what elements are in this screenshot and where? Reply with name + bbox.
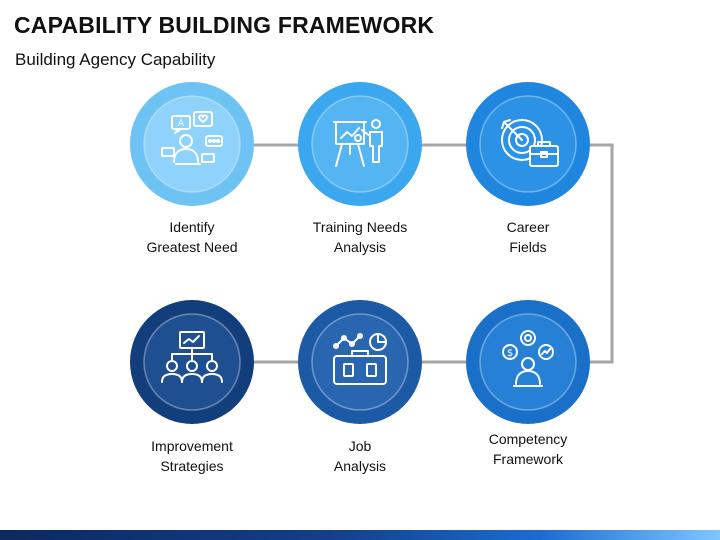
connector-3-4 (582, 143, 614, 364)
connectors (245, 143, 614, 364)
step-5-label: Job Analysis (333, 438, 387, 474)
person-ideas-icon: $ (502, 330, 554, 387)
briefcase-chart-icon (333, 333, 387, 385)
page-subtitle: Building Agency Capability (15, 50, 216, 69)
step-1-label: Identify Greatest Need (146, 219, 238, 255)
step-3-inner-circle (479, 95, 577, 193)
team-growth-icon (161, 331, 223, 383)
communication-people-icon: A (161, 111, 223, 165)
footer-gradient-bar (0, 530, 720, 540)
step-5-inner-circle (311, 313, 409, 411)
svg-text:A: A (178, 119, 185, 129)
svg-text:$: $ (507, 348, 513, 359)
step-3-node (466, 82, 590, 206)
target-briefcase-icon (501, 119, 559, 167)
step-6-label: Improvement Strategies (151, 438, 233, 474)
page-title: CAPABILITY BUILDING FRAMEWORK (14, 12, 435, 38)
step-3-label: Career Fields (506, 219, 550, 255)
step-4-label: Competency Framework (488, 431, 568, 467)
step-2-node (298, 82, 422, 206)
step-4-inner-circle (479, 313, 577, 411)
presentation-trainer-icon (333, 119, 383, 167)
step-2-label: Training Needs Analysis (312, 219, 408, 255)
step-1-node: A (130, 82, 254, 206)
step-5-node (298, 300, 422, 424)
step-6-node (130, 300, 254, 424)
step-4-node: $ (466, 300, 590, 424)
